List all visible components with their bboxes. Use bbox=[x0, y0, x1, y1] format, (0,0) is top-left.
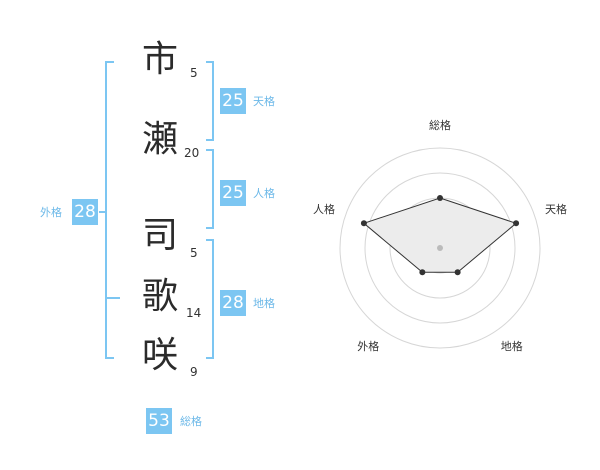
radar-ring bbox=[339, 147, 541, 349]
fortune-radar-chart bbox=[339, 147, 541, 349]
gaikaku-bracket bbox=[105, 61, 114, 359]
name-char-5: 咲 bbox=[142, 335, 179, 376]
jinkaku-badge: 25 bbox=[220, 180, 246, 206]
soukaku-badge: 53 bbox=[146, 408, 172, 434]
stroke-count-1: 5 bbox=[190, 66, 198, 80]
radar-axis-label: 地格 bbox=[500, 339, 523, 353]
radar-series-area bbox=[362, 197, 518, 273]
radar-point bbox=[360, 220, 367, 227]
radar-axis-label: 総格 bbox=[429, 119, 451, 132]
radar-center-dot bbox=[437, 245, 443, 251]
tenkaku-label: 天格 bbox=[253, 95, 275, 108]
chikaku-badge: 28 bbox=[220, 290, 246, 316]
chikaku-label: 地格 bbox=[253, 297, 275, 310]
jinkaku-label: 人格 bbox=[253, 187, 275, 200]
gaikaku-badge: 28 bbox=[72, 199, 98, 225]
radar-axis-label: 人格 bbox=[312, 203, 335, 217]
name-char-3: 司 bbox=[142, 215, 179, 256]
stroke-count-3: 5 bbox=[190, 246, 198, 260]
chikaku-bracket bbox=[206, 239, 214, 359]
tenkaku-badge: 25 bbox=[220, 88, 246, 114]
radar-axis-label: 外格 bbox=[357, 339, 380, 353]
gaikaku-label: 外格 bbox=[40, 206, 62, 219]
tenkaku-bracket bbox=[206, 61, 214, 141]
radar-axis-label: 天格 bbox=[545, 203, 568, 217]
radar-point bbox=[437, 195, 443, 201]
name-char-2: 瀬 bbox=[142, 119, 179, 160]
soukaku-label: 総格 bbox=[180, 415, 202, 428]
stroke-count-5: 9 bbox=[190, 365, 198, 379]
radar-point bbox=[513, 220, 520, 227]
jinkaku-bracket bbox=[206, 149, 214, 229]
radar-ring bbox=[364, 172, 516, 324]
radar-point bbox=[419, 269, 426, 276]
stroke-count-2: 20 bbox=[184, 146, 200, 160]
kaku-brackets bbox=[99, 61, 214, 359]
name-char-1: 市 bbox=[142, 39, 179, 80]
name-char-4: 歌 bbox=[142, 276, 179, 317]
radar-point bbox=[454, 269, 461, 276]
stroke-count-4: 14 bbox=[186, 306, 202, 320]
